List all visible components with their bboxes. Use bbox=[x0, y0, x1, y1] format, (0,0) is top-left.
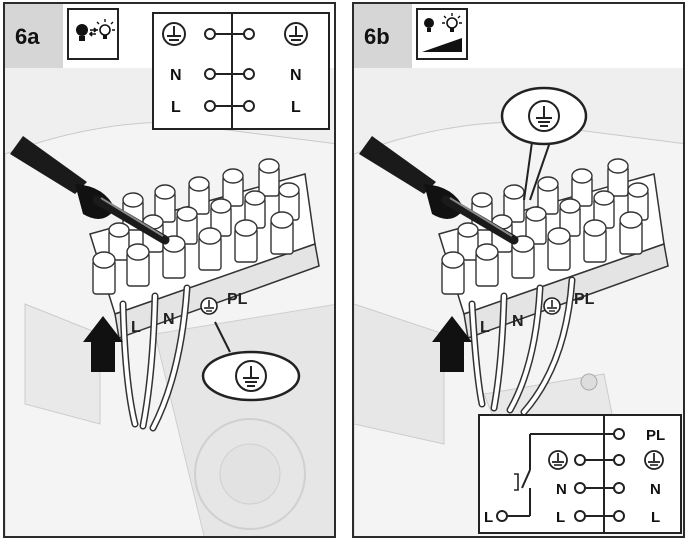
earth-ground-icon bbox=[235, 360, 267, 392]
wiring-diagram-graphic: N N L L bbox=[162, 14, 308, 128]
bulb-dimmer-light-icon bbox=[422, 13, 462, 52]
wiring-left-neutral: N bbox=[556, 481, 567, 498]
earth-ground-icon bbox=[548, 450, 568, 470]
step-6b-panel: L N PL 6b PL bbox=[352, 2, 685, 538]
wiring-right-neutral: N bbox=[650, 481, 661, 498]
wiring-right-live: L bbox=[651, 509, 660, 526]
step-tab bbox=[354, 4, 412, 68]
terminal-label-pilot: PL bbox=[574, 291, 595, 308]
earth-ground-icon bbox=[200, 297, 218, 315]
step-number: 6b bbox=[364, 24, 390, 49]
wiring-right-neutral: N bbox=[290, 67, 302, 84]
wiring-diagram-graphic: PL N bbox=[484, 416, 665, 532]
step-tab bbox=[5, 4, 63, 68]
wiring-left-live: L bbox=[171, 99, 181, 116]
earth-ground-icon bbox=[528, 100, 560, 132]
wiring-right-pilot: PL bbox=[646, 427, 665, 444]
mode-icon-box bbox=[67, 8, 119, 60]
wiring-diagram: PL N bbox=[478, 414, 682, 534]
step-number: 6a bbox=[15, 24, 40, 49]
terminal-label-neutral: N bbox=[512, 313, 524, 330]
earth-ground-icon bbox=[284, 22, 308, 46]
bulb-switch-to-light-icon bbox=[76, 19, 115, 41]
wiring-diagram: N N L L bbox=[152, 12, 330, 130]
step-6a-panel: L N PL 6a bbox=[3, 2, 336, 538]
earth-ground-icon bbox=[162, 22, 186, 46]
earth-ground-icon bbox=[644, 450, 664, 470]
terminal-label-neutral: N bbox=[163, 311, 175, 328]
earth-ground-icon bbox=[543, 297, 561, 315]
wiring-left-neutral: N bbox=[170, 67, 182, 84]
wiring-left-live: L bbox=[556, 509, 565, 526]
terminal-label-live: L bbox=[480, 319, 490, 336]
wiring-supply-live: L bbox=[484, 509, 493, 526]
step-6a-illustration: L N PL bbox=[5, 68, 334, 536]
terminal-label-pilot: PL bbox=[227, 291, 248, 308]
mode-icon-box bbox=[416, 8, 468, 60]
wiring-right-live: L bbox=[291, 99, 301, 116]
terminal-label-live: L bbox=[131, 319, 141, 336]
